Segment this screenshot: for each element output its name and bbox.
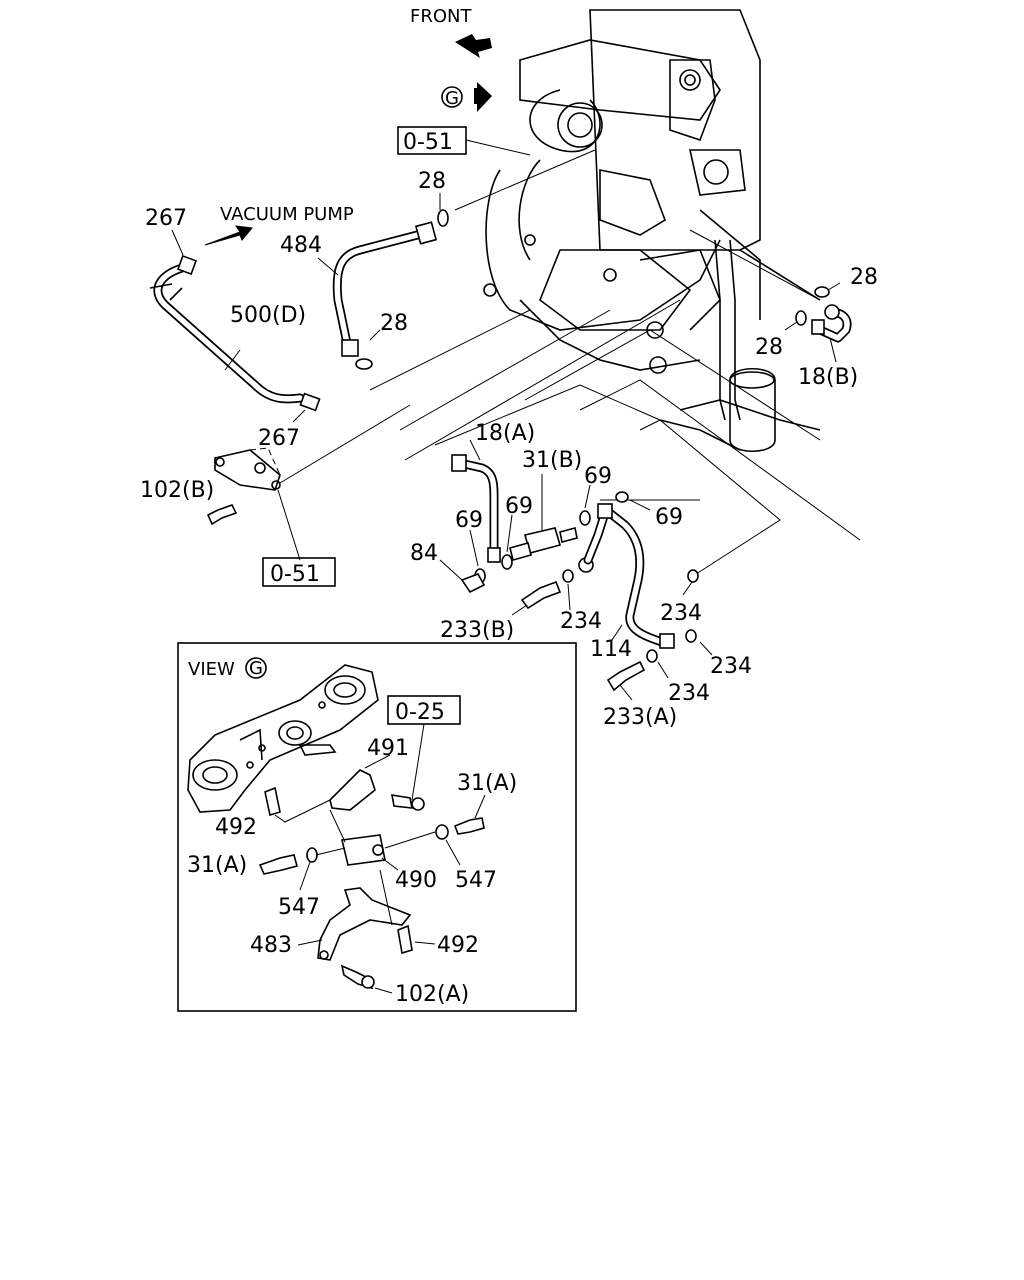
label-234-d: 234 bbox=[668, 681, 710, 706]
pipe-114 bbox=[583, 503, 675, 649]
label-267-a: 267 bbox=[145, 206, 187, 231]
engine-leaders bbox=[369, 149, 861, 579]
washer-234-c bbox=[685, 629, 697, 643]
bracket-left bbox=[206, 404, 411, 561]
label-28-c: 28 bbox=[850, 265, 878, 290]
bracket-490 bbox=[341, 834, 386, 866]
label-491: 491 bbox=[367, 736, 409, 761]
pipe-18b bbox=[784, 282, 852, 363]
bolt-492-a bbox=[264, 786, 281, 817]
label-114: 114 bbox=[590, 637, 632, 662]
front-indicator: FRONT bbox=[410, 6, 492, 58]
label-233a: 233(A) bbox=[603, 705, 677, 730]
sensor-31a-left bbox=[258, 854, 298, 875]
label-102b: 102(B) bbox=[140, 478, 214, 503]
o-ring-28-top bbox=[437, 209, 449, 227]
label-69-c: 69 bbox=[584, 464, 612, 489]
label-84: 84 bbox=[410, 541, 438, 566]
label-234-a: 234 bbox=[560, 609, 602, 634]
label-69-b: 69 bbox=[505, 494, 533, 519]
label-69-d: 69 bbox=[655, 505, 683, 530]
ref-box-bottom: 0-51 bbox=[262, 557, 336, 587]
label-31b: 31(B) bbox=[522, 448, 582, 473]
view-g-panel: VIEW G 0-25 bbox=[177, 642, 577, 1012]
ref-top-label: 0-51 bbox=[403, 130, 453, 155]
bolt-492-b bbox=[397, 924, 413, 955]
vacuum-pump-arrow-icon bbox=[204, 225, 253, 246]
ref-view-label: 0-25 bbox=[395, 700, 445, 725]
label-492-a: 492 bbox=[215, 815, 257, 840]
label-28-d: 28 bbox=[755, 335, 783, 360]
label-490: 490 bbox=[395, 868, 437, 893]
bracket-491 bbox=[329, 769, 376, 811]
label-483: 483 bbox=[250, 933, 292, 958]
label-18b: 18(B) bbox=[798, 365, 858, 390]
label-484: 484 bbox=[280, 233, 322, 258]
label-102a: 102(A) bbox=[395, 982, 469, 1007]
label-31a-right: 31(A) bbox=[457, 771, 517, 796]
clamp-267-bottom bbox=[299, 392, 321, 412]
label-69-a: 69 bbox=[455, 508, 483, 533]
label-547-a: 547 bbox=[278, 895, 320, 920]
label-234-b: 234 bbox=[660, 601, 702, 626]
bracket-483 bbox=[317, 887, 412, 961]
washer-234-d bbox=[646, 649, 658, 663]
bolt-102b bbox=[206, 504, 238, 526]
washer-547-a bbox=[306, 847, 318, 863]
o-ring-28-right-a bbox=[814, 286, 830, 298]
pipe-18a bbox=[451, 439, 501, 563]
ref-box-top: 0-51 bbox=[397, 126, 531, 156]
label-492-b: 492 bbox=[437, 933, 479, 958]
label-18a: 18(A) bbox=[475, 421, 535, 446]
bolt-233a bbox=[606, 660, 646, 692]
view-g-marker: G bbox=[445, 88, 459, 109]
washer-69-d bbox=[615, 491, 629, 503]
front-label: FRONT bbox=[410, 6, 472, 27]
label-500d: 500(D) bbox=[230, 303, 306, 328]
label-28-a: 28 bbox=[418, 169, 446, 194]
bolt-84 bbox=[460, 573, 486, 594]
washer-69-c bbox=[579, 510, 591, 526]
label-234-c: 234 bbox=[710, 654, 752, 679]
label-547-b: 547 bbox=[455, 868, 497, 893]
clamp-267-top bbox=[177, 255, 197, 275]
label-28-b: 28 bbox=[380, 311, 408, 336]
view-arrow-icon bbox=[477, 82, 492, 112]
o-ring-28-right-b bbox=[795, 310, 807, 326]
washer-234-b bbox=[687, 569, 699, 583]
sensor-31a-right bbox=[453, 817, 485, 835]
view-title: VIEW bbox=[188, 659, 235, 680]
view-g-indicator: G bbox=[441, 82, 492, 112]
front-arrow-icon bbox=[455, 34, 492, 58]
washer-234-a bbox=[562, 569, 574, 583]
bolt-233b bbox=[520, 580, 562, 610]
label-233b: 233(B) bbox=[440, 618, 514, 643]
engine-block bbox=[483, 9, 821, 452]
label-vacuum-pump: VACUUM PUMP bbox=[220, 204, 354, 225]
label-267-b: 267 bbox=[258, 426, 300, 451]
hose-500d bbox=[149, 229, 321, 423]
washer-69-b bbox=[501, 554, 513, 570]
valve-31b bbox=[509, 474, 578, 561]
washer-547-b bbox=[435, 824, 449, 840]
label-31a-left: 31(A) bbox=[187, 853, 247, 878]
pipe-484 bbox=[317, 193, 449, 370]
o-ring-28-bottom bbox=[355, 358, 373, 370]
ref-bottom-label: 0-51 bbox=[270, 562, 320, 587]
view-title-marker: G bbox=[249, 658, 263, 679]
